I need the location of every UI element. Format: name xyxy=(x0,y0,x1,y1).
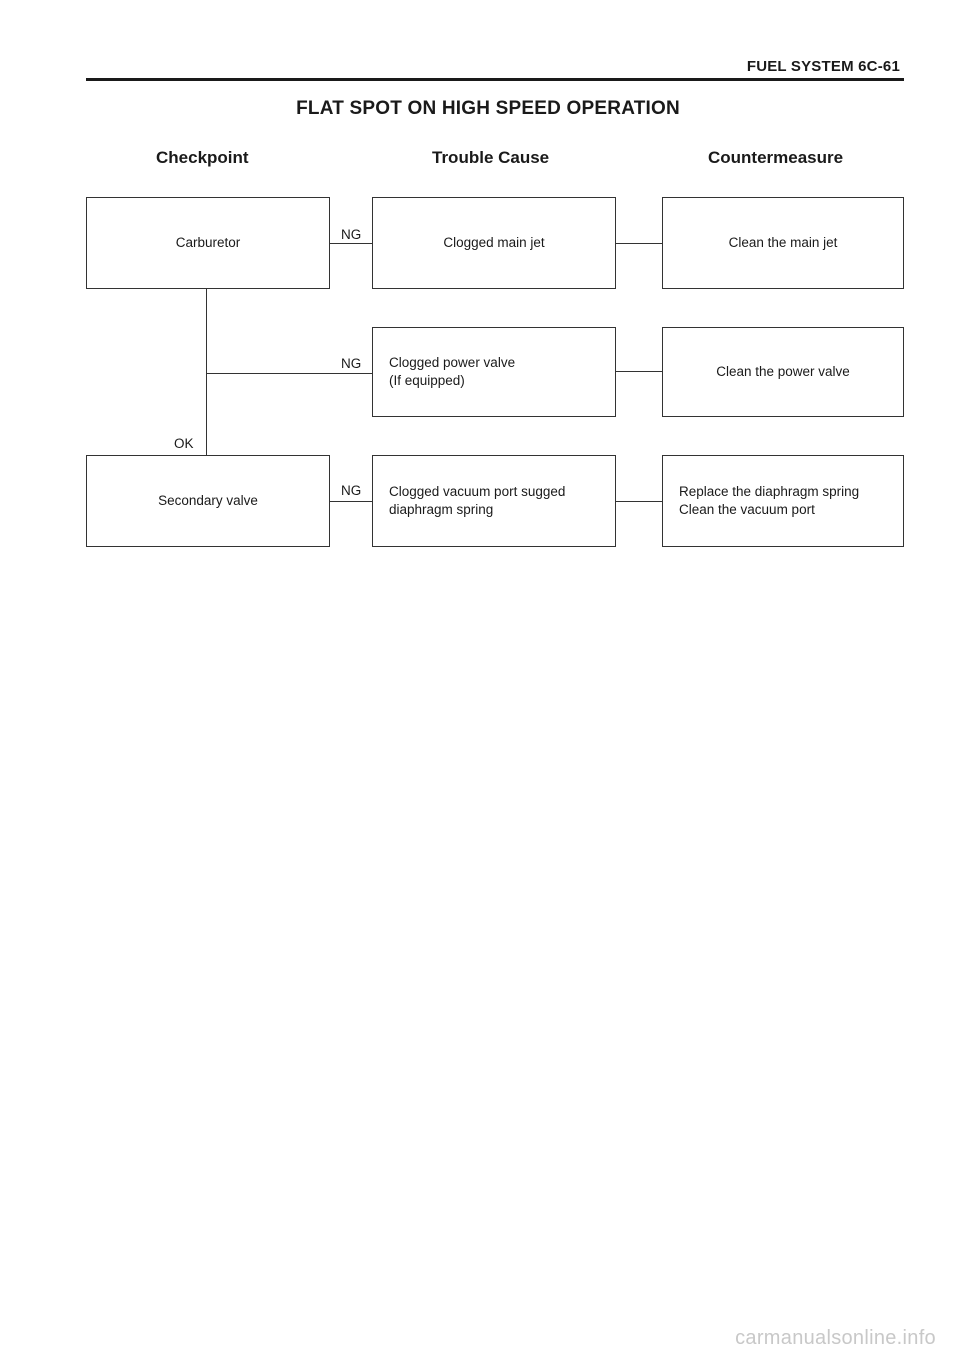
connector-line xyxy=(206,373,372,374)
checkpoint-label: Secondary valve xyxy=(158,493,258,508)
cause-label: Clogged vacuum port sugged diaphragm spr… xyxy=(389,484,566,517)
column-heading-trouble-cause: Trouble Cause xyxy=(432,148,550,167)
ng-label: NG xyxy=(341,227,362,242)
connector-line xyxy=(616,501,662,502)
ng-label: NG xyxy=(341,356,362,371)
countermeasure-box-main-jet: Clean the main jet xyxy=(662,197,904,289)
countermeasure-label: Clean the main jet xyxy=(728,235,838,250)
connector-line xyxy=(330,501,372,502)
page-title: FLAT SPOT ON HIGH SPEED OPERATION xyxy=(296,98,680,119)
watermark: carmanualsonline.info xyxy=(735,1327,936,1349)
countermeasure-box-power-valve: Clean the power valve xyxy=(662,327,904,417)
countermeasure-label: Replace the diaphragm spring Clean the v… xyxy=(679,484,860,517)
header-divider xyxy=(86,78,904,81)
cause-label: Clogged power valve (If equipped) xyxy=(389,355,516,388)
countermeasure-label: Clean the power valve xyxy=(716,364,850,379)
countermeasure-box-diaphragm: Replace the diaphragm spring Clean the v… xyxy=(662,455,904,547)
cause-label: Clogged main jet xyxy=(443,235,545,250)
connector-line xyxy=(616,243,662,244)
cause-box-vacuum-port: Clogged vacuum port sugged diaphragm spr… xyxy=(372,455,616,547)
cause-box-main-jet: Clogged main jet xyxy=(372,197,616,289)
connector-line xyxy=(616,371,662,372)
ng-label: NG xyxy=(341,483,362,498)
ok-label: OK xyxy=(174,436,194,451)
checkpoint-box-secondary-valve: Secondary valve xyxy=(86,455,330,547)
checkpoint-box-carburetor: Carburetor xyxy=(86,197,330,289)
checkpoint-label: Carburetor xyxy=(175,235,241,250)
connector-line xyxy=(330,243,372,244)
cause-box-power-valve: Clogged power valve (If equipped) xyxy=(372,327,616,417)
section-header: FUEL SYSTEM 6C-61 xyxy=(746,58,900,75)
column-heading-checkpoint: Checkpoint xyxy=(156,148,249,167)
ok-trunk-line xyxy=(206,289,207,455)
column-heading-countermeasure: Countermeasure xyxy=(708,148,844,167)
